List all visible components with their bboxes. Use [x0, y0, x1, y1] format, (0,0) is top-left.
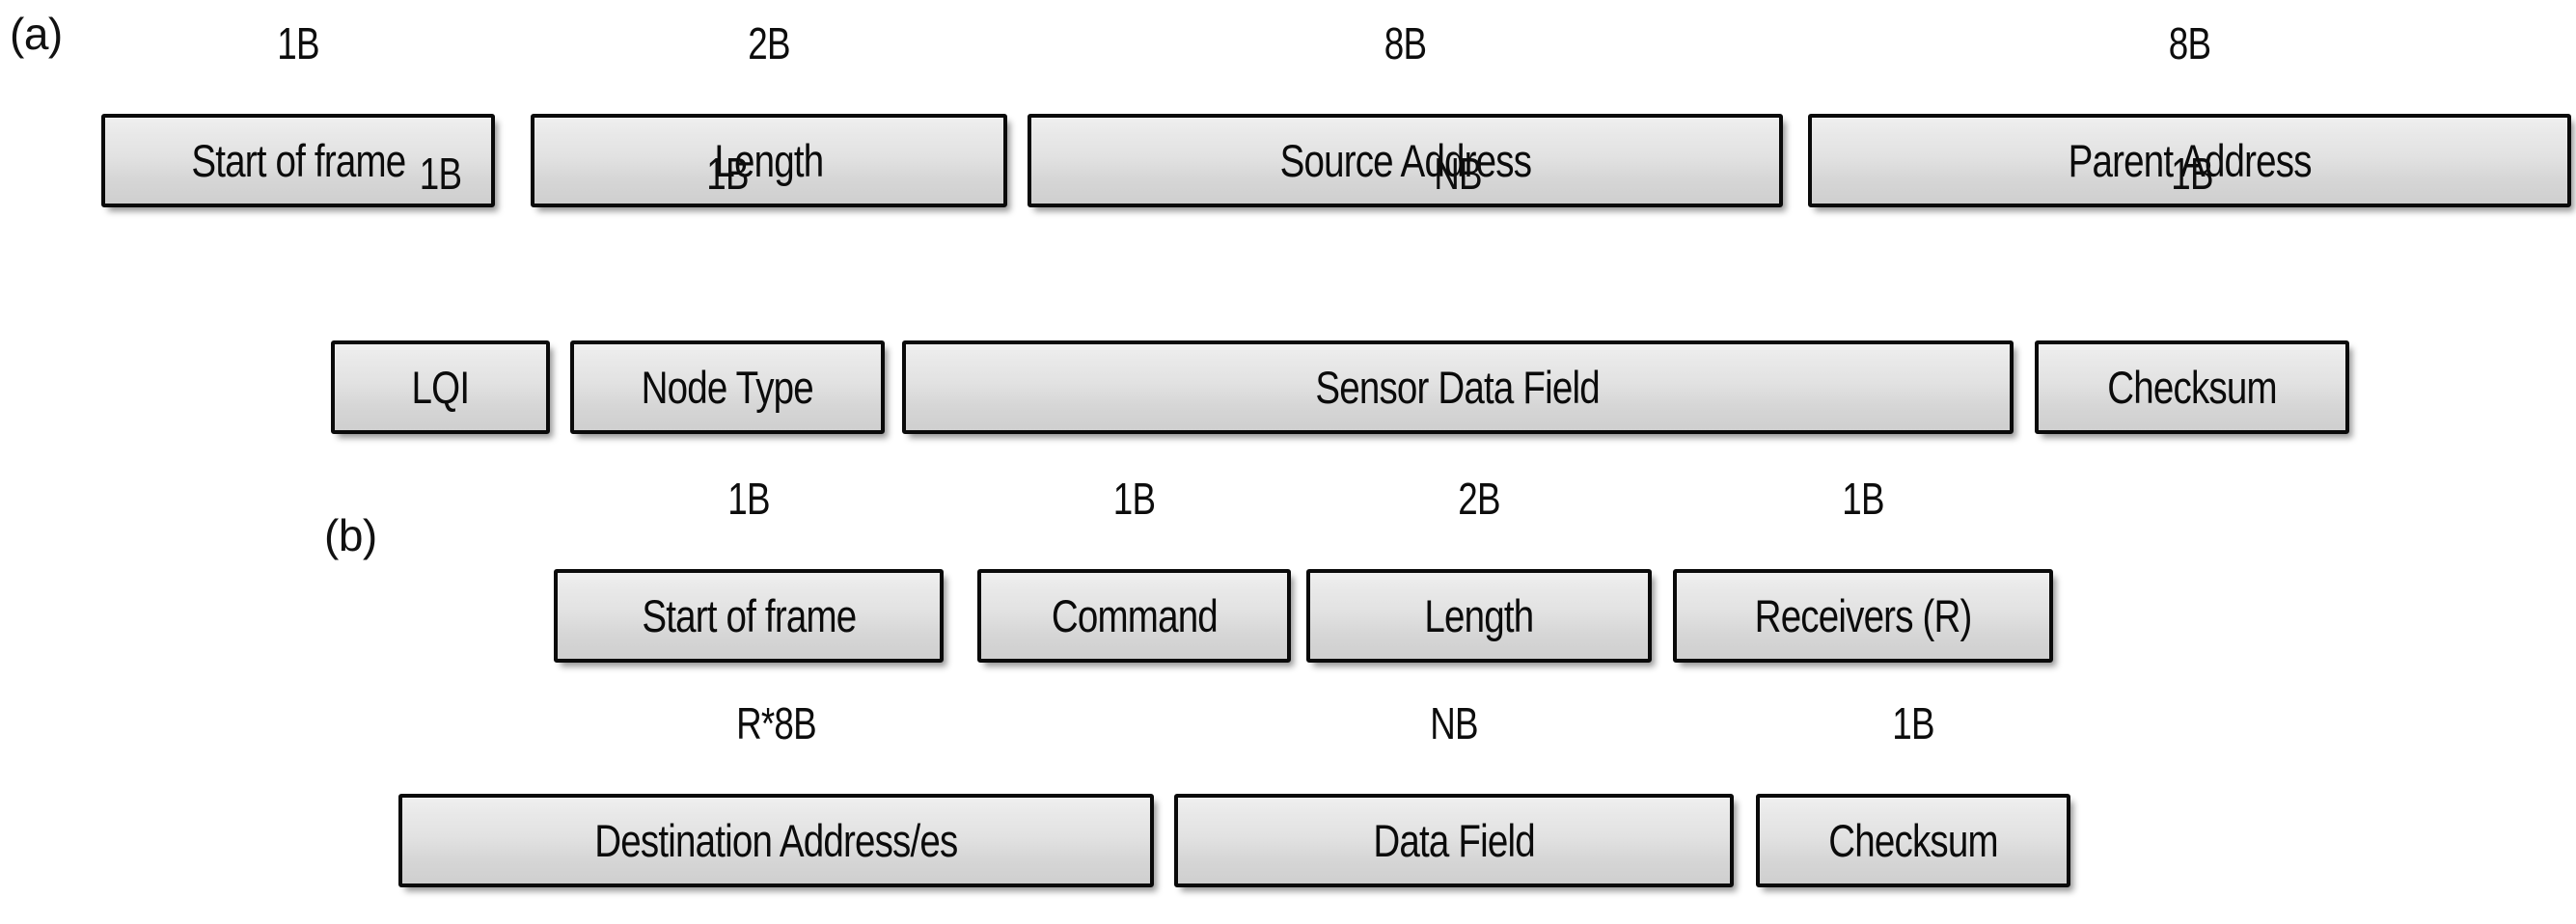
frame-field-label: Checksum	[2107, 362, 2277, 413]
section-label-a: (a)	[10, 9, 63, 59]
frame-field-box: Checksum	[2035, 340, 2349, 434]
field-size-label: 1B	[1842, 474, 1884, 524]
frame-field-box: Destination Address/es	[398, 794, 1154, 887]
frame-field-box: Start of frame	[554, 569, 944, 663]
frame-field-box: Sensor Data Field	[902, 340, 2014, 434]
frame-field-box: Command	[977, 569, 1291, 663]
frame-field-label: Parent Address	[2068, 135, 2312, 186]
frame-field-label: Start of frame	[191, 135, 406, 186]
frame-field-box: Checksum	[1756, 794, 2070, 887]
field-size-label: 8B	[2168, 18, 2211, 68]
frame-field-label: Length	[714, 135, 825, 186]
frame-field-label: Node Type	[641, 362, 814, 413]
field-size-label: 1B	[1892, 698, 1934, 748]
frame-field-label: Start of frame	[642, 590, 857, 641]
frame-field-box: LQI	[331, 340, 550, 434]
frame-field-label: Checksum	[1828, 815, 1998, 866]
frame-field-label: Data Field	[1373, 815, 1535, 866]
field-size-label: 1B	[706, 149, 749, 199]
field-size-label: 1B	[2171, 149, 2213, 199]
frame-field-box: Length	[1306, 569, 1652, 663]
frame-field-box: Receivers (R)	[1673, 569, 2053, 663]
frame-field-label: Sensor Data Field	[1315, 362, 1601, 413]
frame-field-label: Destination Address/es	[594, 815, 958, 866]
field-size-label: R*8B	[736, 698, 817, 748]
field-size-label: 2B	[748, 18, 790, 68]
frame-field-label: LQI	[411, 362, 470, 413]
frame-field-box: Parent Address	[1808, 114, 2571, 207]
frame-field-label: Length	[1424, 590, 1535, 641]
frame-field-box: Node Type	[570, 340, 885, 434]
field-size-label: 1B	[277, 18, 319, 68]
field-size-label: 2B	[1458, 474, 1500, 524]
section-label-b: (b)	[324, 510, 377, 560]
frame-field-box: Data Field	[1174, 794, 1734, 887]
frame-field-box: Length	[531, 114, 1007, 207]
field-size-label: NB	[1430, 698, 1478, 748]
frame-field-label: Source Address	[1279, 135, 1531, 186]
field-size-label: 1B	[419, 149, 462, 199]
frame-field-box: Start of frame	[101, 114, 495, 207]
field-size-label: 8B	[1384, 18, 1427, 68]
frame-field-box: Source Address	[1028, 114, 1783, 207]
field-size-label: NB	[1434, 149, 1482, 199]
frame-field-label: Command	[1051, 590, 1218, 641]
frame-field-label: Receivers (R)	[1754, 590, 1973, 641]
field-size-label: 1B	[727, 474, 770, 524]
field-size-label: 1B	[1112, 474, 1156, 524]
